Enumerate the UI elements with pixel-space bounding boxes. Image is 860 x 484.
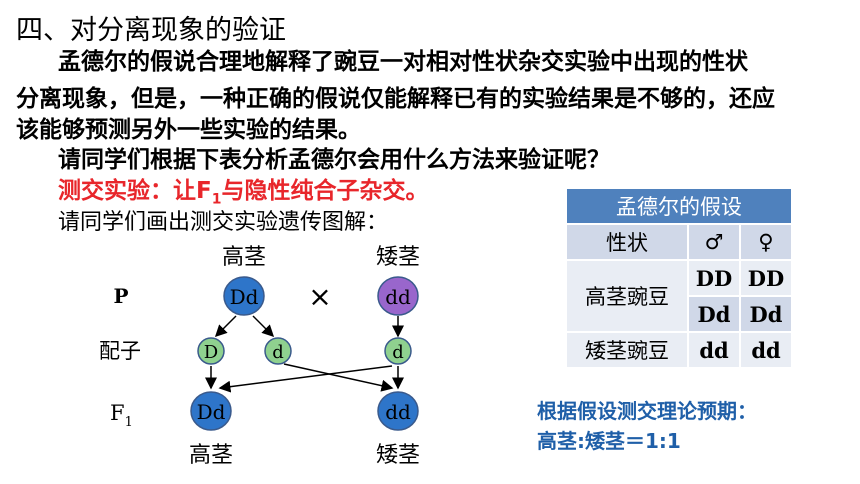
tall-1-male: DD [687, 259, 741, 297]
intro-line-1: 孟德尔的假说合理地解释了豌豆一对相对性状杂交实验中出现的性状 [58, 49, 748, 75]
arrow-parent-to-gamete-1 [214, 315, 237, 338]
tall-2-female: Dd [739, 295, 793, 333]
child-right-genotype: dd [385, 400, 411, 424]
col-trait: 性状 [565, 223, 689, 261]
col-female: ♀ [739, 223, 793, 261]
child-left-label: 高茎 [189, 443, 233, 468]
row-label-f1: F1 [110, 401, 133, 430]
parent-right-circle [377, 276, 419, 316]
gamete-3-label: d [392, 342, 404, 363]
arrow-gamete-3-to-child-left [218, 365, 393, 393]
mendel-hypothesis-table: 孟德尔的假设 性状 ♂ ♀ 高茎豌豆 DD DD Dd Dd 矮茎豌豆 dd d… [565, 187, 793, 369]
parent-right-genotype: dd [385, 285, 411, 309]
tall-1-female: DD [739, 259, 793, 297]
col-male: ♂ [687, 223, 741, 261]
parent-left-genotype: Dd [230, 285, 259, 309]
row-tall-pea: 高茎豌豆 [565, 259, 689, 333]
gamete-3-circle [384, 337, 412, 365]
row-short-pea: 矮茎豌豆 [565, 331, 689, 369]
gamete-1-label: D [204, 342, 218, 363]
prediction-line-1: 根据假设测交理论预期： [537, 399, 757, 423]
prediction-line-2: 高茎:矮茎＝1:1 [537, 429, 681, 453]
parent-left-circle [223, 276, 265, 316]
intro-line-3: 该能够预测另外一些实验的结果。 [16, 117, 361, 143]
tall-2-male: Dd [687, 295, 741, 333]
short-female: dd [739, 331, 793, 369]
draw-prompt: 请同学们画出测交实验遗传图解： [58, 210, 389, 235]
prediction-text: 根据假设测交理论预期： 高茎:矮茎＝1:1 [537, 396, 837, 456]
gamete-2-circle [264, 337, 292, 365]
answer-text: 测交实验：让F1与隐性纯合子杂交。 [58, 178, 429, 208]
section-heading: 四、对分离现象的验证 [16, 15, 286, 46]
parent-right-label: 矮茎 [376, 245, 420, 270]
question-text: 请同学们根据下表分析孟德尔会用什么方法来验证呢？ [58, 147, 610, 173]
arrow-parent-to-gamete-2 [252, 315, 275, 338]
child-left-circle [190, 391, 232, 431]
table-title: 孟德尔的假设 [565, 187, 793, 225]
intro-line-2: 分离现象，但是，一种正确的假说仅能解释已有的实验结果是不够的，还应 [16, 86, 775, 112]
row-label-gamete: 配子 [99, 339, 141, 363]
parent-left-label: 高茎 [222, 245, 266, 270]
child-right-circle [377, 391, 419, 431]
gamete-2-label: d [272, 342, 284, 363]
arrow-gamete-2-to-child-right [283, 363, 394, 392]
child-left-genotype: Dd [197, 400, 226, 424]
cross-symbol: × [308, 280, 331, 313]
short-male: dd [687, 331, 741, 369]
row-label-p: P [113, 284, 128, 308]
gamete-1-circle [197, 337, 225, 365]
child-right-label: 矮茎 [376, 443, 420, 468]
